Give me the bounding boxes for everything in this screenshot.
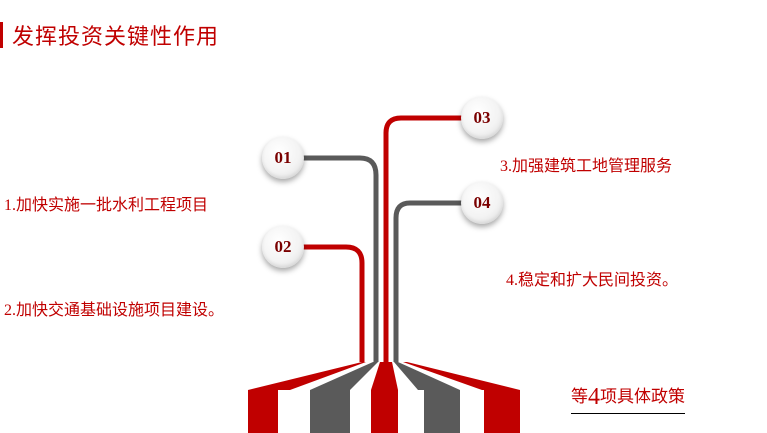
item-label-02: 2.加快交通基础设施项目建设。 [4,302,225,319]
summary-suffix: 项具体政策 [600,387,685,406]
fan-stripe-1 [248,362,366,390]
base-column-4 [424,390,460,433]
fan-stripe-3 [371,362,398,390]
base-column-5 [484,390,520,433]
fan-stripe-5 [403,362,520,390]
fan-stripe-4 [394,362,460,390]
base-column-2 [310,390,350,433]
fan-stripe-2 [310,362,378,390]
summary-number: 4 [588,384,600,410]
policy-summary: 等4项具体政策 [571,382,685,414]
branch-line-01 [300,155,379,362]
title-accent-bar [0,22,3,48]
page-title: 发挥投资关键性作用 [12,25,220,50]
branch-line-03 [383,115,468,362]
branch-line-04 [393,200,468,362]
item-label-04: 4.稳定和扩大民间投资。 [506,272,679,289]
badge-04: 04 [461,182,503,224]
branch-line-02 [300,244,365,362]
item-label-03: 3.加强建筑工地管理服务 [500,158,673,175]
summary-prefix: 等 [571,387,588,406]
badge-01: 01 [262,137,304,179]
base-column-1 [248,390,278,433]
item-label-01: 1.加快实施一批水利工程项目 [4,197,209,214]
title-bar: 发挥投资关键性作用 [0,20,219,50]
badge-02: 02 [262,226,304,268]
badge-03: 03 [461,97,503,139]
base-column-3 [371,390,398,433]
